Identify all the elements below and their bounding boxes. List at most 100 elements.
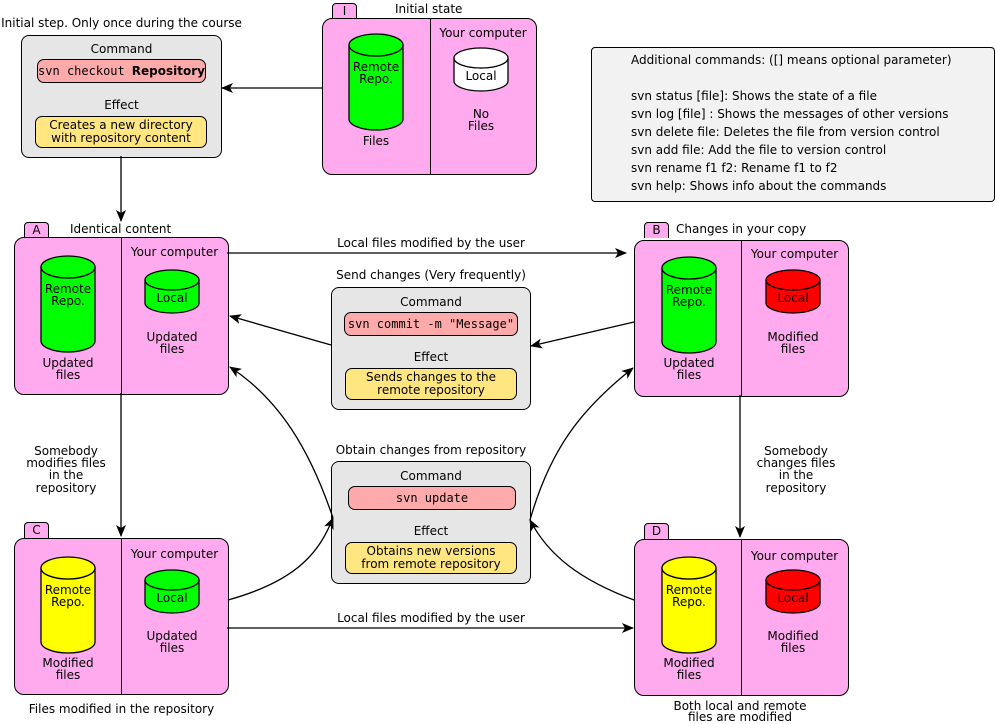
checkout-effect: Creates a new directory with repository … <box>35 116 207 148</box>
edge-b-to-d-label-2: changes files <box>756 456 836 470</box>
arrow-b-to-commit <box>530 321 635 349</box>
state-b-local-cylinder <box>765 269 821 314</box>
state-i-local-caption: Files <box>467 119 495 133</box>
state-c-remote-caption: files <box>55 668 81 682</box>
checkout-box: Command svn checkout Repository Effect Cr… <box>21 35 222 158</box>
initial-step-header: Initial step. Only once during the cours… <box>1 16 242 30</box>
state-d-tab: D <box>644 523 669 539</box>
state-c-remote-label: Repo. <box>51 595 85 609</box>
state-a-local-caption: Updated <box>146 330 198 344</box>
commit-box: Command svn commit -m "Message" Effect S… <box>331 287 531 410</box>
additional-commands-title: Additional commands: ([] means optional … <box>631 53 952 67</box>
state-d-remote-caption: files <box>676 668 702 682</box>
state-d-remote-caption: Modified <box>663 656 715 670</box>
state-d-remote-label: Remote <box>665 583 713 597</box>
state-c-tab: C <box>24 522 49 538</box>
update-box: Command svn update Effect Obtains new ve… <box>331 461 531 584</box>
state-a-computer-title: Your computer <box>130 245 219 259</box>
state-b-local-label: Local <box>777 291 809 305</box>
state-i-local-caption: No <box>472 107 490 121</box>
additional-command-line: svn add file: Add the file to version co… <box>631 143 887 157</box>
additional-command-line: svn delete file: Deletes the file from v… <box>631 125 940 139</box>
state-i-remote-cylinder <box>348 33 404 131</box>
checkout-command-title: Command <box>90 42 153 56</box>
update-command: svn update <box>348 486 516 510</box>
arrow-commit-to-a <box>229 314 332 346</box>
state-a-remote-label: Remote <box>44 282 92 296</box>
state-i-computer-title: Your computer <box>439 26 527 40</box>
commit-effect-line-1: Sends changes to the <box>365 370 497 384</box>
state-b-remote-cylinder <box>661 256 717 354</box>
edge-a-to-c-label-1: Somebody <box>34 444 98 458</box>
state-a-remote-label: Repo. <box>51 294 85 308</box>
edge-b-to-d-label-4: repository <box>765 481 827 495</box>
edge-a-to-c-label-3: in the <box>48 468 84 482</box>
state-a-local-caption: files <box>159 342 185 356</box>
state-b-remote-label: Remote <box>665 283 713 297</box>
state-c-computer-title: Your computer <box>130 547 219 561</box>
state-a-tab: A <box>24 222 49 238</box>
update-header: Obtain changes from repository <box>335 443 527 457</box>
edge-b-to-d-label-1: Somebody <box>764 444 828 458</box>
edge-a-to-c-label-4: repository <box>35 481 97 495</box>
state-i-remote-label: Repo. <box>359 72 393 86</box>
state-a-local-cylinder <box>144 269 200 314</box>
state-a-remote-cylinder <box>40 255 96 353</box>
state-c-remote-cylinder <box>40 556 96 654</box>
update-effect-line-2: from remote repository <box>361 557 501 571</box>
state-b-local-caption: files <box>780 342 806 356</box>
additional-command-line: svn log [file] : Shows the messages of o… <box>631 107 949 121</box>
state-a-local-label: Local <box>156 291 188 305</box>
checkout-command-text: svn checkout <box>38 64 125 78</box>
state-i-title: Initial state <box>395 2 463 16</box>
checkout-command: svn checkout Repository <box>37 59 206 83</box>
state-d-remote-cylinder <box>661 556 717 654</box>
arrow-d-to-update <box>529 519 635 601</box>
state-d-local-caption: files <box>780 641 806 655</box>
update-command-title: Command <box>400 469 462 483</box>
commit-command: svn commit -m "Message" <box>344 312 518 336</box>
arrow-c-to-update <box>227 517 334 601</box>
state-b-remote-caption: Updated <box>663 356 715 370</box>
state-c-local-label: Local <box>156 591 188 605</box>
state-b-title: Changes in your copy <box>676 222 807 236</box>
update-effect-title: Effect <box>413 524 449 538</box>
checkout-effect-title: Effect <box>104 98 139 112</box>
state-d-remote-label: Repo. <box>672 595 706 609</box>
state-c-local-caption: Updated <box>146 629 198 643</box>
state-a-title: Identical content <box>70 222 172 236</box>
edge-a-to-c-label-2: modifies files <box>26 456 106 470</box>
state-b-remote-caption: files <box>676 368 702 382</box>
state-d-local-caption: Modified <box>767 629 819 643</box>
state-b-computer-title: Your computer <box>750 247 839 261</box>
state-b-remote-label: Repo. <box>672 295 706 309</box>
checkout-command-bold: Repository <box>131 64 205 78</box>
state-c-title: Files modified in the repository <box>28 702 215 716</box>
state-c-local-caption: files <box>159 641 185 655</box>
state-i-local-label: Local <box>465 69 497 83</box>
edge-a-to-b-label: Local files modified by the user <box>337 236 525 250</box>
state-a-remote-caption: Updated <box>42 356 94 370</box>
state-a-remote-caption: files <box>55 368 81 382</box>
commit-effect-title: Effect <box>413 350 449 364</box>
commit-effect: Sends changes to the remote repository <box>345 368 517 400</box>
state-i-local-cylinder <box>453 47 509 92</box>
arrow-update-to-a <box>229 366 334 519</box>
additional-command-line: svn status [file]: Shows the state of a … <box>631 89 877 103</box>
state-b-local-caption: Modified <box>767 330 819 344</box>
state-i-remote-label: Remote <box>352 60 400 74</box>
commit-header: Send changes (Very frequently) <box>336 268 526 282</box>
state-c-remote-caption: Modified <box>42 656 94 670</box>
checkout-effect-line-1: Creates a new directory <box>49 118 193 132</box>
additional-command-line: svn rename f1 f2: Rename f1 to f2 <box>631 161 838 175</box>
additional-commands-box: Additional commands: ([] means optional … <box>591 47 995 202</box>
arrow-update-to-b <box>529 367 634 521</box>
state-d-title-line-2: files are modified <box>687 710 793 724</box>
state-c-local-cylinder <box>144 569 200 614</box>
additional-command-line: svn help: Shows info about the commands <box>631 179 887 193</box>
checkout-effect-line-2: with repository content <box>51 131 191 145</box>
state-d-local-cylinder <box>765 569 821 614</box>
state-b-tab: B <box>644 222 669 238</box>
commit-command-title: Command <box>400 295 462 309</box>
edge-b-to-d-label-3: in the <box>778 468 814 482</box>
